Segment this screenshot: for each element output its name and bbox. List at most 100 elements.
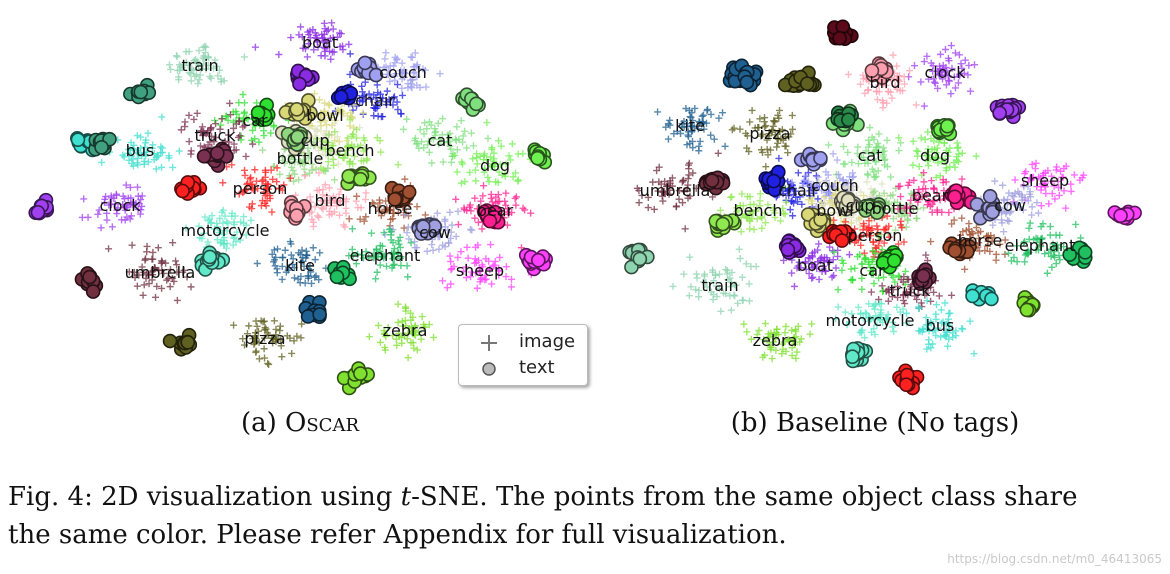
text-cluster-bowl <box>278 93 318 126</box>
image-point <box>381 343 389 351</box>
image-point <box>878 180 886 188</box>
image-point <box>447 257 455 265</box>
image-point <box>759 353 767 361</box>
image-point <box>699 119 707 127</box>
image-point <box>785 192 793 200</box>
image-point <box>399 322 407 330</box>
image-point <box>306 193 314 201</box>
image-point <box>273 178 281 186</box>
image-point <box>382 63 390 71</box>
image-point <box>760 336 768 344</box>
image-point <box>112 190 120 198</box>
image-point <box>119 151 127 159</box>
image-point <box>246 175 254 183</box>
image-point <box>865 300 873 308</box>
image-point <box>306 169 314 177</box>
image-point <box>1045 200 1053 208</box>
image-point <box>975 234 983 242</box>
image-point <box>888 94 896 102</box>
image-point <box>400 224 408 232</box>
image-point <box>469 142 477 150</box>
image-point <box>502 189 510 197</box>
image-point <box>362 196 370 204</box>
text-point <box>341 168 356 184</box>
image-point <box>740 320 748 328</box>
text-cluster-dog <box>930 117 958 142</box>
image-point <box>108 194 116 202</box>
image-point <box>362 248 370 256</box>
image-point <box>948 291 956 299</box>
image-point <box>964 71 972 79</box>
text-point <box>739 74 755 90</box>
image-point <box>915 163 923 171</box>
image-point <box>422 83 430 91</box>
image-point <box>527 209 535 217</box>
image-point <box>223 239 231 247</box>
image-point <box>497 142 505 150</box>
image-point <box>393 81 401 89</box>
image-point <box>386 77 394 85</box>
image-point <box>315 276 323 284</box>
image-point <box>485 257 493 265</box>
class-label-sheep: sheep <box>456 261 504 280</box>
text-cluster-bench <box>340 166 377 191</box>
image-point <box>270 246 278 254</box>
image-point <box>377 148 385 156</box>
image-point <box>942 320 950 328</box>
image-point <box>808 197 816 205</box>
image-point <box>860 222 868 230</box>
image-point <box>346 50 354 58</box>
image-cluster-dog <box>451 119 546 187</box>
image-point <box>913 214 921 222</box>
image-point <box>992 256 1000 264</box>
legend-label-image: image <box>519 331 576 352</box>
image-point <box>365 333 373 341</box>
image-point <box>252 332 260 340</box>
text-point <box>415 219 431 235</box>
image-point <box>382 262 390 270</box>
image-point <box>321 25 329 33</box>
image-point <box>675 187 683 195</box>
image-point <box>373 81 381 89</box>
image-point <box>199 60 207 68</box>
image-point <box>472 243 480 251</box>
image-point <box>912 101 920 109</box>
text-cluster-zebra <box>1016 290 1041 318</box>
image-point <box>149 141 157 149</box>
image-point <box>307 268 315 276</box>
image-point <box>301 172 309 180</box>
image-point <box>859 314 867 322</box>
image-point <box>230 218 238 226</box>
image-point <box>826 243 834 251</box>
image-point <box>936 62 944 70</box>
image-point <box>692 286 700 294</box>
image-point <box>930 288 938 296</box>
image-point <box>272 335 280 343</box>
image-point <box>954 79 962 87</box>
image-point <box>411 322 419 330</box>
image-point <box>1027 174 1035 182</box>
image-point <box>185 111 193 119</box>
image-point <box>439 115 447 123</box>
image-point <box>765 132 773 140</box>
image-point <box>486 265 494 273</box>
image-point <box>794 169 802 177</box>
text-cluster-bus <box>965 283 999 307</box>
image-point <box>1025 224 1033 232</box>
image-point <box>503 221 511 229</box>
image-point <box>230 233 238 241</box>
image-point <box>1077 234 1085 242</box>
image-point <box>353 192 361 200</box>
image-point <box>829 256 837 264</box>
image-point <box>313 37 321 45</box>
class-label-person: person <box>848 226 903 245</box>
image-point <box>738 190 746 198</box>
image-point <box>884 88 892 96</box>
image-point <box>173 268 181 276</box>
image-point <box>759 148 767 156</box>
image-point <box>298 246 306 254</box>
image-point <box>970 350 978 358</box>
image-point <box>299 257 307 265</box>
class-label-bench: bench <box>733 201 782 220</box>
